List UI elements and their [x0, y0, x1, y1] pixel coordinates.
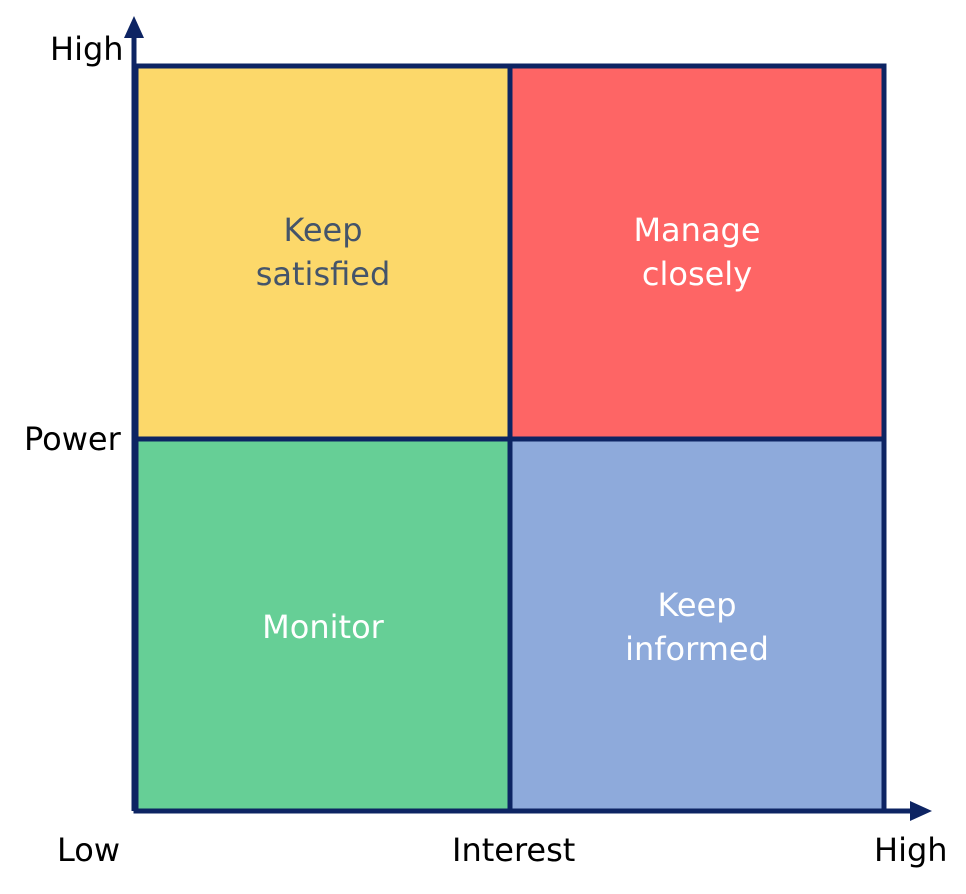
quadrant-label-line: closely [641, 255, 753, 293]
quadrant-label-line: Keep [283, 211, 363, 249]
quadrant-manage-closely: Manage closely [510, 66, 884, 439]
quadrant-label: Keep informed [510, 583, 884, 671]
x-axis-title: Interest [452, 831, 576, 869]
x-axis-arrow-icon [910, 801, 932, 821]
y-axis-high-label: High [50, 30, 124, 68]
quadrant-label-line: Manage [633, 211, 761, 249]
y-axis-title: Power [24, 420, 121, 458]
quadrant-label: Monitor [136, 605, 510, 649]
quadrant-label-line: Monitor [262, 608, 384, 646]
x-axis-high-label: High [874, 831, 948, 869]
x-axis-low-label: Low [57, 831, 121, 869]
quadrant-label-line: satisfied [255, 255, 391, 293]
quadrant-label: Manage closely [510, 208, 884, 296]
y-axis-arrow-icon [124, 16, 144, 38]
quadrant-label-line: informed [625, 630, 769, 668]
quadrant-monitor: Monitor [136, 439, 510, 811]
quadrant-keep-satisfied: Keep satisfied [136, 66, 510, 439]
quadrant-label-line: Keep [657, 586, 737, 624]
quadrant-label: Keep satisfied [136, 208, 510, 296]
quadrant-keep-informed: Keep informed [510, 439, 884, 811]
